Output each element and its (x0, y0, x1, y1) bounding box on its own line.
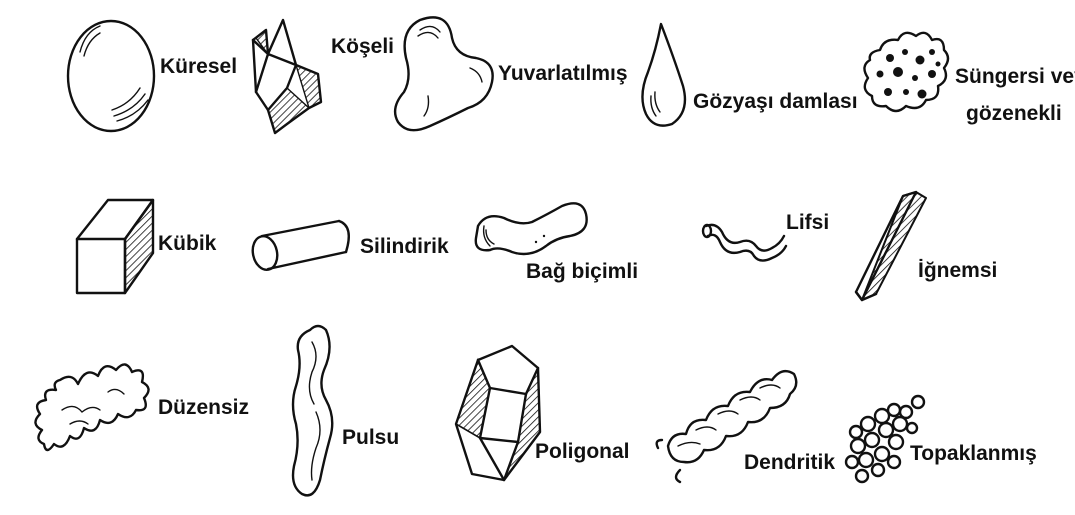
shape-label-ligament: Bağ biçimli (526, 260, 638, 283)
shape-label-agglomerate: Topaklanmış (910, 442, 1037, 465)
shape-label-needle: İğnemsi (918, 259, 997, 282)
shape-label-sphere: Küresel (160, 55, 237, 78)
shape-label-irregular: Düzensiz (158, 396, 249, 419)
shape-label-polygonal: Poligonal (535, 440, 630, 463)
agglomerate-icon (846, 396, 924, 482)
shape-label-angular: Köşeli (331, 35, 394, 58)
ligament-icon (476, 203, 587, 254)
shape-label-flake: Pulsu (342, 426, 399, 449)
flake-icon (293, 326, 332, 495)
shape-label-dendritic: Dendritik (744, 451, 835, 474)
sphere-icon (68, 21, 154, 131)
cube-icon (77, 200, 153, 293)
shape-label-porous: Süngersi veya (955, 65, 1075, 88)
shape-label-rounded: Yuvarlatılmış (498, 62, 628, 85)
shape-label-porous-line2: gözenekli (966, 102, 1062, 125)
fiber-icon (703, 225, 786, 261)
irregular-icon (35, 364, 148, 450)
cylinder-icon (250, 221, 349, 272)
shape-label-fiber: Lifsi (786, 211, 829, 234)
needle-icon (856, 192, 926, 300)
porous-icon (864, 33, 948, 111)
polygonal-icon (456, 346, 540, 480)
shape-label-cube: Kübik (158, 232, 217, 255)
shape-label-cylinder: Silindirik (360, 235, 449, 258)
teardrop-icon (642, 24, 685, 126)
rounded-icon (395, 17, 493, 130)
angular-icon (253, 20, 321, 133)
shape-label-teardrop: Gözyaşı damlası (693, 90, 858, 113)
